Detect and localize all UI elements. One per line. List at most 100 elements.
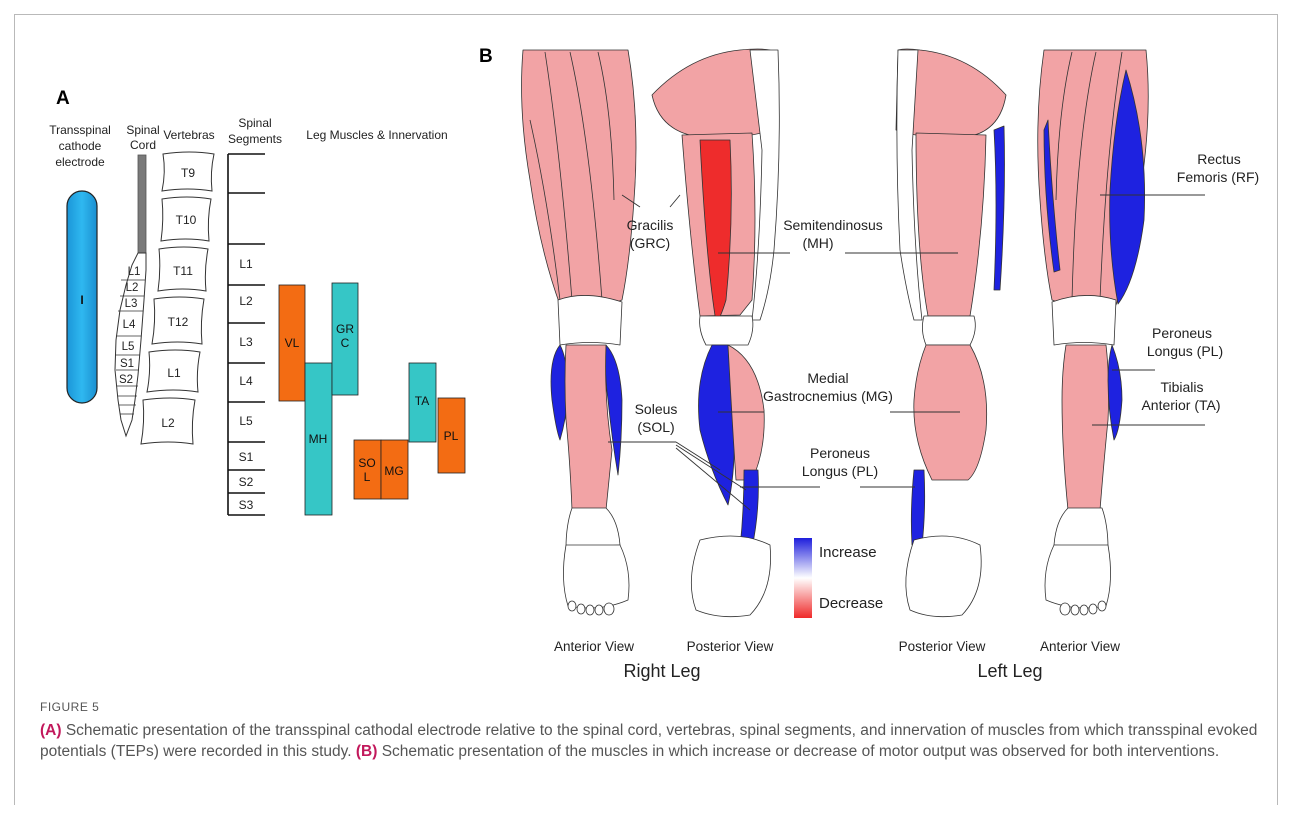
heel	[906, 536, 981, 617]
thigh-outline	[522, 50, 636, 310]
segment-label-l3: L3	[239, 335, 253, 349]
label-rectus-2: Femoris (RF)	[1177, 169, 1259, 185]
label-medial-gastro-2: Gastrocnemius (MG)	[763, 388, 893, 404]
label-peroneus-center-2: Longus (PL)	[802, 463, 878, 479]
label-semitendinosus-1: Semitendinosus	[783, 217, 883, 233]
leg-right-anterior	[522, 50, 636, 615]
legend-increase: Increase	[819, 544, 877, 561]
view-labels: Anterior View Posterior View Posterior V…	[554, 639, 1120, 654]
cord-level-s2: S2	[119, 374, 133, 386]
segments-header-line-1: Spinal	[238, 116, 271, 130]
cord-level-l4: L4	[123, 319, 136, 331]
heel	[691, 536, 770, 617]
tibialis-increase	[1108, 345, 1122, 440]
muscle-boxes	[279, 283, 465, 515]
thigh-muscle	[916, 133, 986, 316]
segments-header-line-2: Segments	[228, 132, 282, 146]
muscle-box-label-sol-1: SO	[358, 456, 375, 470]
electrode-header: Transspinal cathode electrode	[49, 123, 111, 169]
legend-decrease: Decrease	[819, 595, 883, 612]
segment-label-s3: S3	[239, 498, 254, 512]
segment-label-l2: L2	[239, 294, 253, 308]
muscle-box-label-grc-2: C	[341, 336, 350, 350]
caption-text: (A) Schematic presentation of the transs…	[40, 720, 1270, 762]
vertebra-label-l1: L1	[167, 366, 181, 380]
calf-muscle	[914, 345, 987, 480]
cord-level-l1: L1	[128, 266, 141, 278]
ankle	[566, 508, 620, 548]
cord-level-l3: L3	[125, 298, 138, 310]
segment-label-s1: S1	[239, 450, 254, 464]
segment-label-l4: L4	[239, 374, 253, 388]
muscle-box-label-grc-1: GR	[336, 322, 354, 336]
segment-labels: L1 L2 L3 L4 L5 S1 S2 S3	[239, 257, 254, 512]
segments-header: Spinal Segments	[228, 116, 282, 146]
panel-b: B	[479, 46, 1259, 681]
view-label-2: Posterior View	[687, 639, 774, 654]
figure-caption: FIGURE 5 (A) Schematic presentation of t…	[40, 700, 1270, 762]
vertebra-label-t12: T12	[168, 315, 189, 329]
label-rectus-1: Rectus	[1197, 151, 1241, 167]
muscle-box-label-mh: MH	[309, 432, 328, 446]
vertebras-header: Vertebras	[163, 128, 214, 142]
label-semitendinosus-2: (MH)	[802, 235, 833, 251]
knee	[558, 295, 622, 345]
figure-label: FIGURE 5	[40, 700, 1270, 714]
label-tibialis-2: Anterior (TA)	[1141, 397, 1220, 413]
cord-header-line-1: Spinal	[126, 123, 159, 137]
leg-right-posterior	[652, 49, 779, 617]
vertebra-label-t10: T10	[176, 213, 197, 227]
electrode-header-line-3: electrode	[55, 155, 105, 169]
muscle-box-label-ta: TA	[415, 394, 429, 408]
figure-5-diagram: A Transspinal cathode electrode Spinal C…	[0, 0, 1292, 690]
thigh-increase-strip	[994, 126, 1005, 290]
label-gracilis-1: Gracilis	[627, 217, 674, 233]
segment-label-l1: L1	[239, 257, 253, 271]
knee	[1052, 295, 1116, 345]
view-label-3: Posterior View	[899, 639, 986, 654]
vertebra-label-l2: L2	[161, 416, 175, 430]
knee-region	[700, 316, 753, 345]
cord-level-l5: L5	[122, 341, 135, 353]
electrode-header-line-2: cathode	[59, 139, 102, 153]
shin-muscle	[565, 345, 612, 510]
label-peroneus-left-2: Longus (PL)	[1147, 343, 1223, 359]
leg-label-right: Right Leg	[623, 661, 700, 681]
panel-a: A Transspinal cathode electrode Spinal C…	[49, 88, 465, 515]
vertebra-label-t11: T11	[173, 264, 193, 278]
legend-gradient	[794, 538, 812, 618]
knee-region	[922, 316, 975, 345]
label-soleus-2: (SOL)	[637, 419, 674, 435]
shin-muscle	[1062, 345, 1109, 510]
muscle-box-label-mg: MG	[384, 464, 403, 478]
cord-header: Spinal Cord	[126, 123, 159, 152]
label-peroneus-center-1: Peroneus	[810, 445, 870, 461]
muscles-header: Leg Muscles & Innervation	[306, 128, 447, 142]
label-medial-gastro-1: Medial	[807, 370, 848, 386]
label-gracilis-2: (GRC)	[630, 235, 670, 251]
caption-part-a-label: (A)	[40, 722, 62, 739]
segment-label-s2: S2	[239, 475, 254, 489]
foot	[1045, 545, 1111, 608]
peroneus-increase	[911, 470, 924, 545]
leg-labels: Right Leg Left Leg	[623, 661, 1042, 681]
electrode-header-line-1: Transspinal	[49, 123, 111, 137]
leg-label-left: Left Leg	[977, 661, 1042, 681]
cord-header-line-2: Cord	[130, 138, 156, 152]
electrode-mark: I	[80, 293, 83, 307]
panel-b-label: B	[479, 46, 493, 67]
label-soleus-1: Soleus	[635, 401, 678, 417]
label-peroneus-left-1: Peroneus	[1152, 325, 1212, 341]
legend: Increase Decrease	[794, 538, 883, 618]
muscle-box-label-sol-2: L	[364, 470, 371, 484]
view-label-1: Anterior View	[554, 639, 634, 654]
panel-a-label: A	[56, 88, 70, 109]
leg-left-posterior	[896, 49, 1006, 617]
muscle-box-label-pl: PL	[444, 429, 459, 443]
muscle-box-label-vl: VL	[285, 336, 300, 350]
caption-part-b-label: (B)	[356, 743, 378, 760]
leg-left-anterior	[1038, 50, 1149, 615]
spinal-cord-upper	[138, 155, 146, 253]
segment-label-l5: L5	[239, 414, 253, 428]
cord-level-s1: S1	[120, 358, 134, 370]
